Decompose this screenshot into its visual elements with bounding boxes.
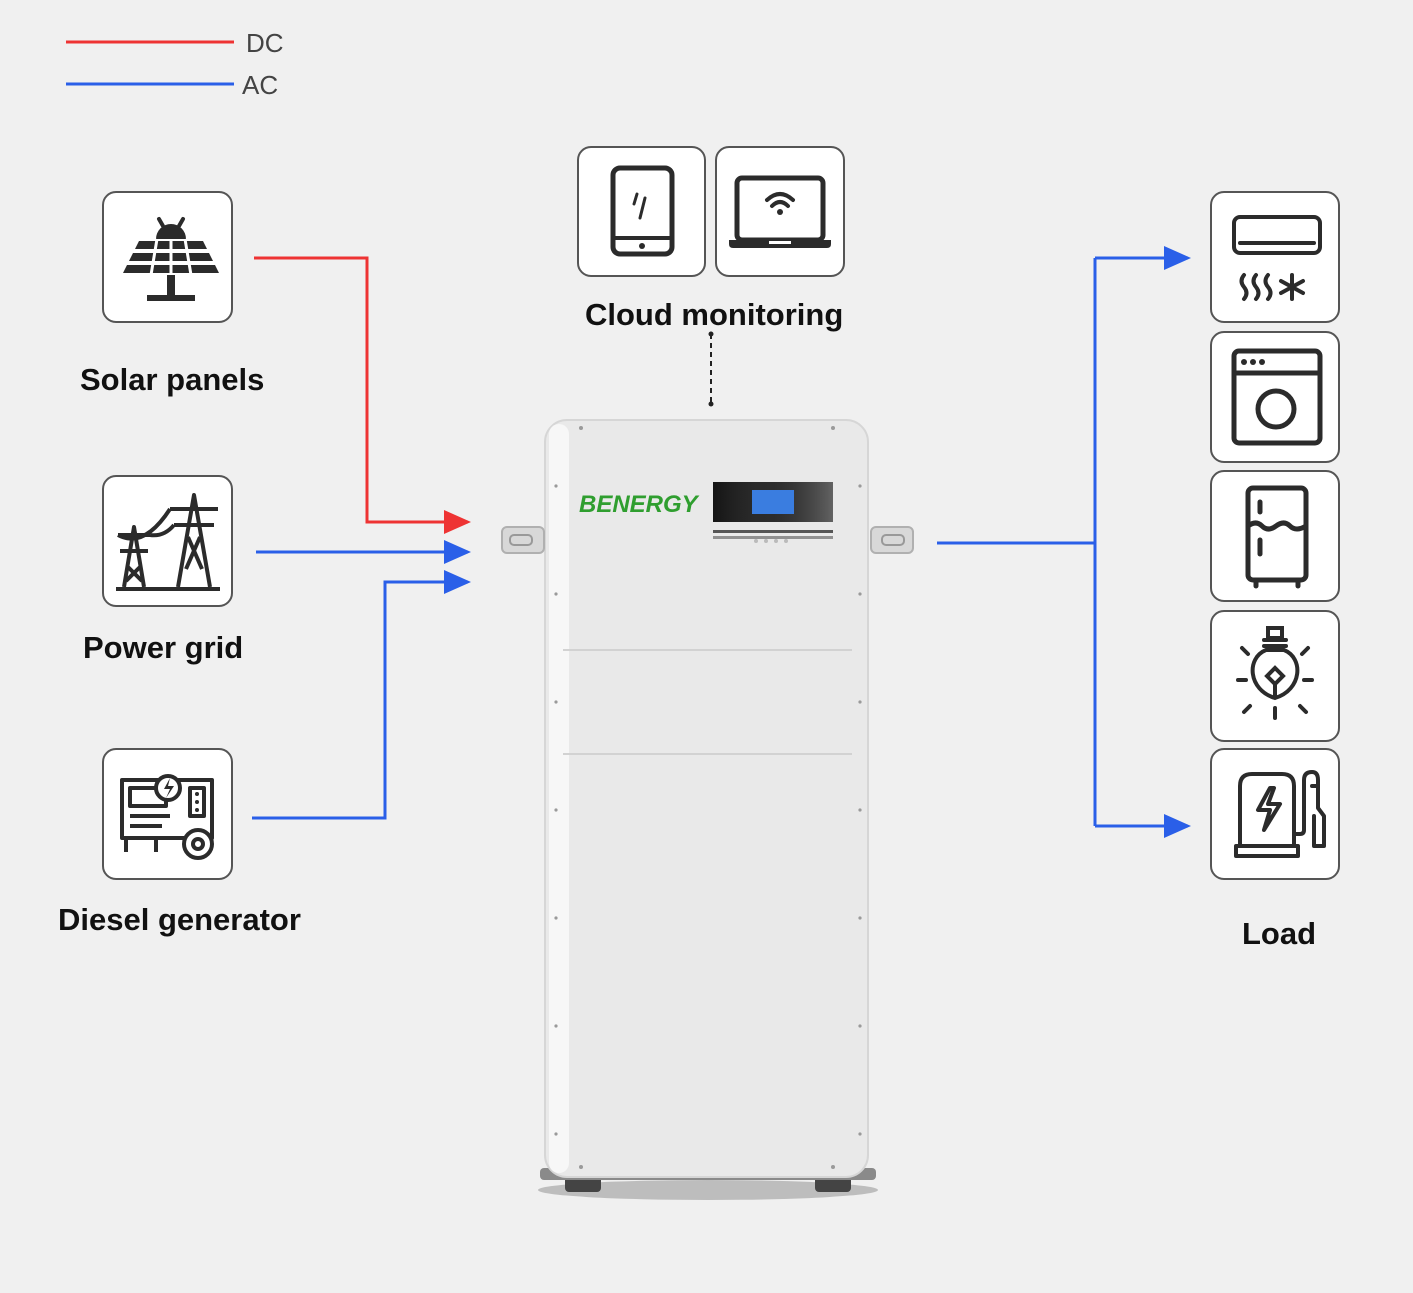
legend-ac-label: AC [242,70,279,100]
source-label-generator: Diesel generator [58,902,301,937]
washing-machine-icon [1231,348,1323,446]
energy-storage-cabinet [501,419,914,1200]
load-box-ev-charger [1210,748,1340,880]
legend-dc-label: DC [246,28,284,58]
solar-dc-line [254,256,471,534]
diesel-generator-box [102,748,233,880]
load-box-washing-machine [1210,331,1340,463]
smartphone-icon [610,165,675,257]
load-label: Load [1242,916,1317,951]
generator-ac-line [252,570,471,820]
source-label-solar: Solar panels [80,362,265,397]
brand-logo: BENERGY [579,491,700,518]
load-box-light-bulb [1210,610,1340,742]
load-box-air-conditioner [1210,191,1340,323]
generator-icon [120,774,214,860]
light-bulb-icon [1236,626,1314,720]
solar-panel-box [102,191,233,323]
power-tower-icon [116,493,220,591]
ev-charger-icon [1234,770,1326,858]
power-grid-box [102,475,233,607]
refrigerator-icon [1245,485,1309,589]
monitoring-label: Cloud monitoring [585,297,844,332]
laptop-wifi-icon [729,175,831,248]
source-label-grid: Power grid [83,630,244,665]
load-box-refrigerator [1210,470,1340,602]
air-conditioner-icon [1232,215,1322,301]
solar-panel-icon [123,217,219,301]
device-screen [752,490,794,514]
laptop-box [715,146,845,277]
smartphone-box [577,146,706,277]
